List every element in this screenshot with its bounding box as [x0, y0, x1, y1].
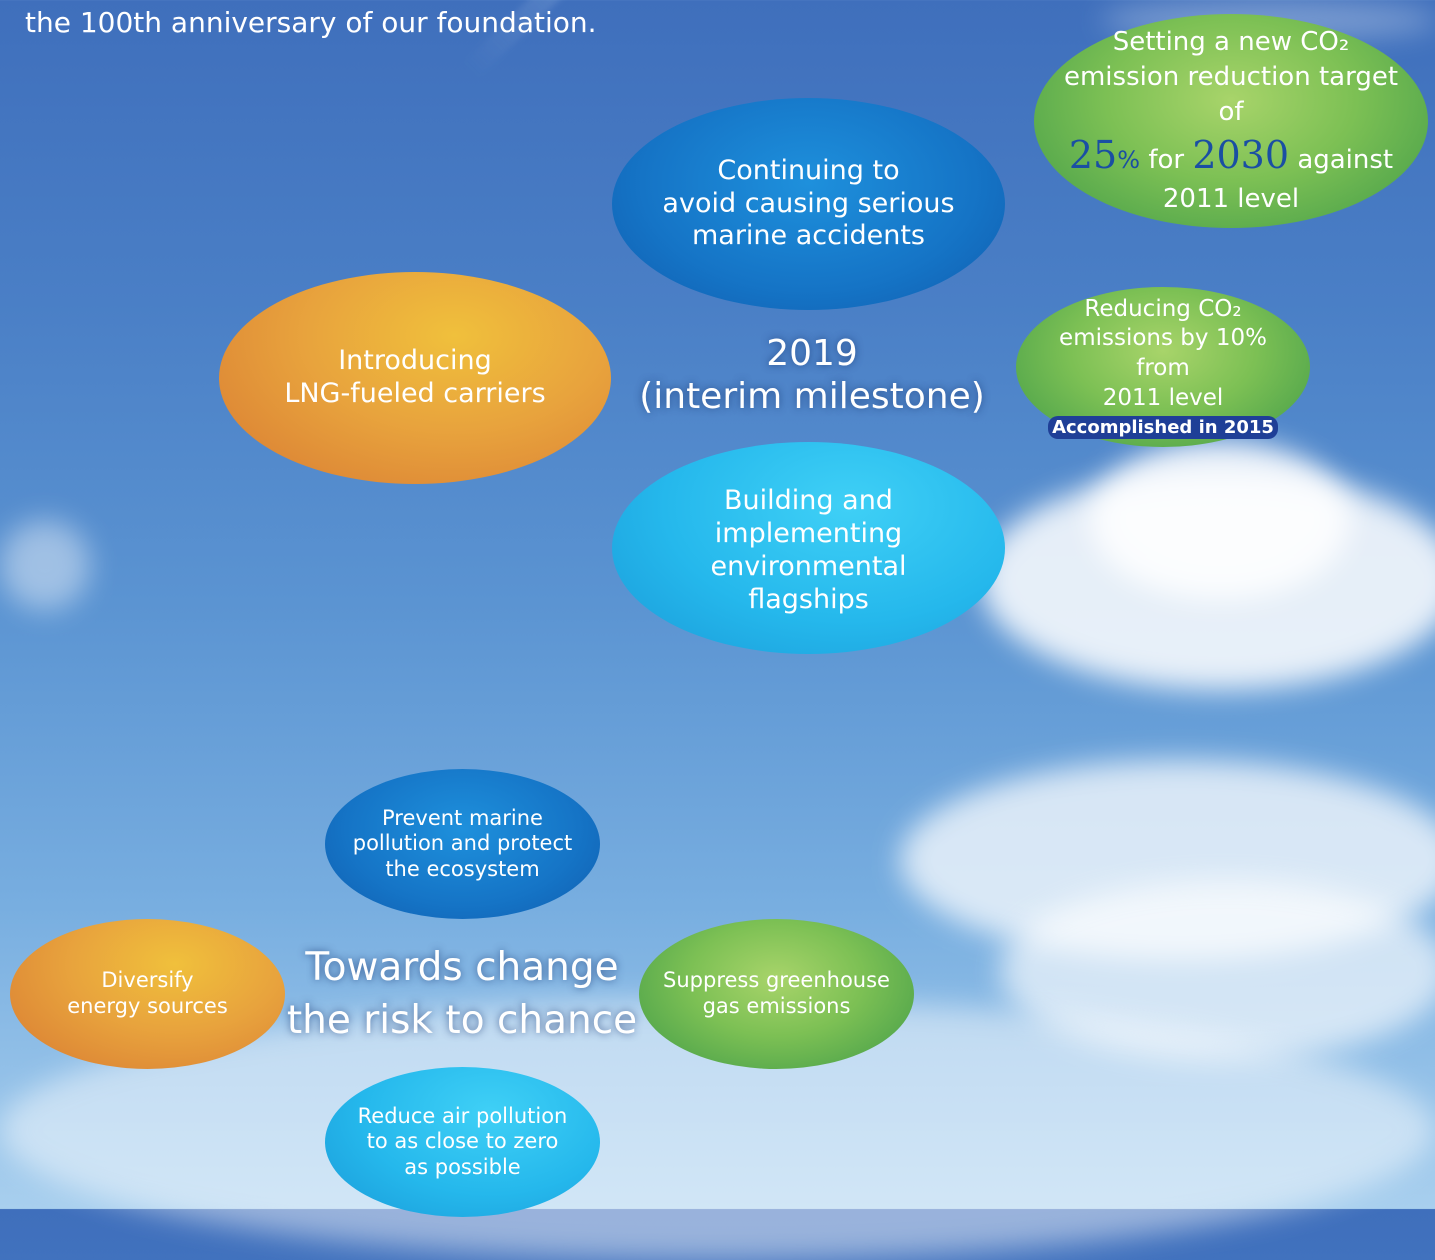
bubble-line: emissions by 10% from	[1059, 325, 1267, 382]
bubble-line: pollution and protect	[352, 831, 573, 856]
energy-sources-bubble: Diversify energy sources	[10, 919, 285, 1069]
bubble-line: gas emissions	[702, 994, 851, 1018]
bubble-line: marine accidents	[691, 220, 925, 252]
target-percent-value: 25	[1068, 133, 1118, 178]
bubble-line: energy sources	[67, 994, 228, 1018]
bubble-line: to as close to zero	[366, 1129, 559, 1154]
bubble-line: Continuing to	[717, 154, 900, 186]
target-percent-sign: %	[1117, 146, 1141, 175]
bubble-line: Prevent marine	[382, 805, 543, 830]
bubble-line: Diversify	[101, 968, 194, 993]
intro-text: the 100th anniversary of our foundation.	[25, 6, 597, 39]
bubble-line: emission reduction target of	[1063, 62, 1399, 128]
towards-change-line1: Towards change	[305, 945, 619, 990]
bubble-line: Setting a new CO₂	[1112, 27, 1350, 58]
bubble-line: implementing	[714, 518, 903, 550]
target-year-line: 25% for 2030 against	[1069, 130, 1393, 181]
milestone-subtitle: (interim milestone)	[639, 376, 985, 418]
accomplished-badge: Accomplished in 2015	[1048, 416, 1278, 440]
cloud	[0, 520, 90, 610]
bubble-line: avoid causing serious	[662, 187, 955, 219]
bubble-line: 2011 level	[1102, 385, 1224, 412]
against-word: against	[1297, 145, 1394, 176]
bubble-line: environmental	[710, 551, 907, 582]
bubble-line: 2011 level	[1162, 183, 1300, 214]
lng-carriers-bubble: Introducing LNG-fueled carriers	[219, 272, 611, 484]
milestone-year: 2019	[766, 333, 858, 374]
marine-pollution-bubble: Prevent marine pollution and protect the…	[325, 769, 600, 919]
bubble-line: as possible	[404, 1154, 521, 1179]
bubble-line: Suppress greenhouse	[663, 968, 890, 993]
bubble-line: Reducing CO₂	[1084, 295, 1242, 322]
towards-change-label: Towards change the risk to chance	[282, 942, 642, 1047]
bubble-line: the ecosystem	[385, 856, 540, 881]
environmental-flagships-bubble: Building and implementing environmental …	[612, 442, 1005, 654]
bubble-line: LNG-fueled carriers	[284, 378, 546, 409]
cloud	[1000, 880, 1435, 1060]
for-word: for	[1148, 145, 1185, 176]
bubble-line: Reduce air pollution	[357, 1103, 568, 1128]
co2-target-bubble: Setting a new CO₂ emission reduction tar…	[1034, 14, 1428, 228]
target-year-value: 2030	[1192, 133, 1290, 178]
marine-accidents-bubble: Continuing to avoid causing serious mari…	[612, 98, 1005, 310]
cloud	[1090, 440, 1350, 600]
milestone-label: 2019 (interim milestone)	[612, 332, 1012, 418]
bubble-line: flagships	[748, 583, 869, 615]
co2-reduction-bubble: Reducing CO₂ emissions by 10% from 2011 …	[1016, 287, 1310, 447]
air-pollution-bubble: Reduce air pollution to as close to zero…	[325, 1067, 600, 1217]
bubble-line: Introducing	[338, 345, 492, 377]
towards-change-line2: the risk to chance	[286, 997, 638, 1043]
greenhouse-gas-bubble: Suppress greenhouse gas emissions	[639, 919, 914, 1069]
bubble-line: Building and	[724, 485, 893, 517]
